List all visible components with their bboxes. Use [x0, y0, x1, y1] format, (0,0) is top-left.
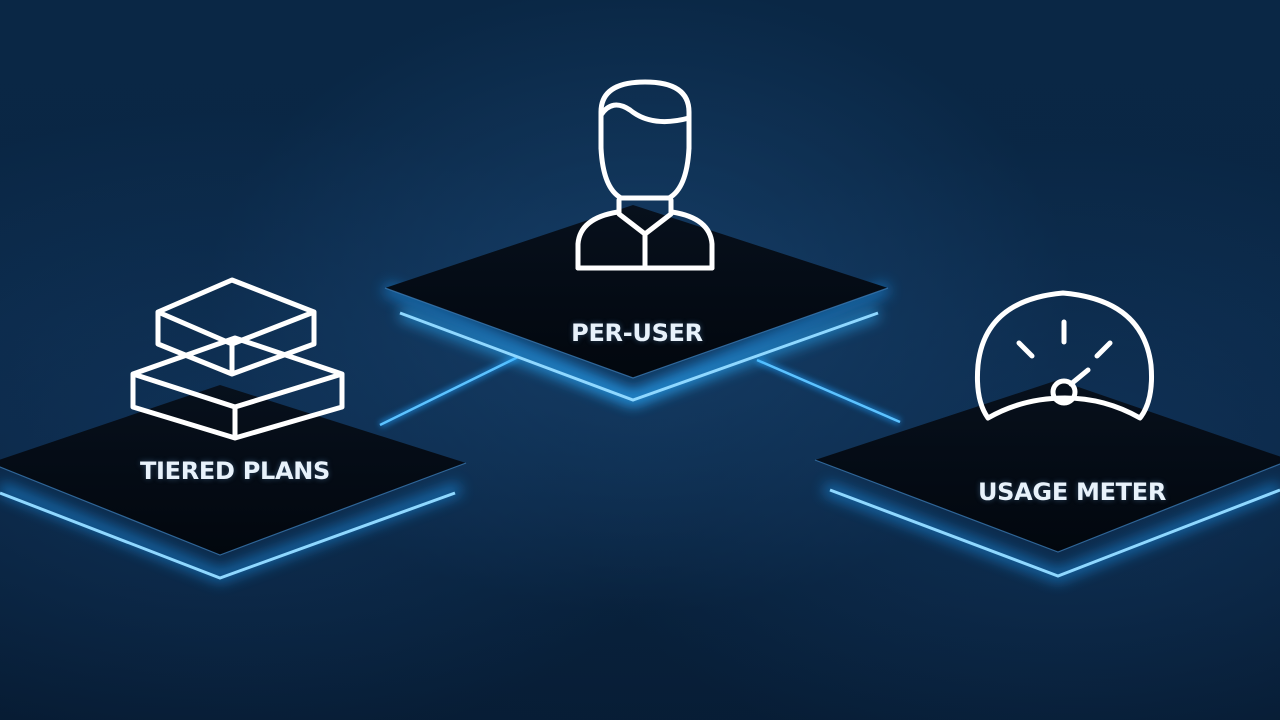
user-icon [575, 79, 715, 271]
node-label-usage-meter: USAGE METER [977, 478, 1167, 506]
node-label-tiered-plans: TIERED PLANS [139, 457, 331, 485]
gauge-icon [975, 290, 1154, 421]
stacked-blocks-icon [130, 277, 345, 441]
platform-usage-meter [814, 380, 1280, 583]
connectors [378, 353, 902, 429]
platform-tiered-plans [0, 385, 467, 583]
connector-peruser-to-usage [755, 356, 902, 426]
connector-tiered-to-peruser [378, 353, 520, 429]
node-label-per-user: PER-USER [571, 319, 703, 347]
platform-per-user [382, 205, 891, 406]
